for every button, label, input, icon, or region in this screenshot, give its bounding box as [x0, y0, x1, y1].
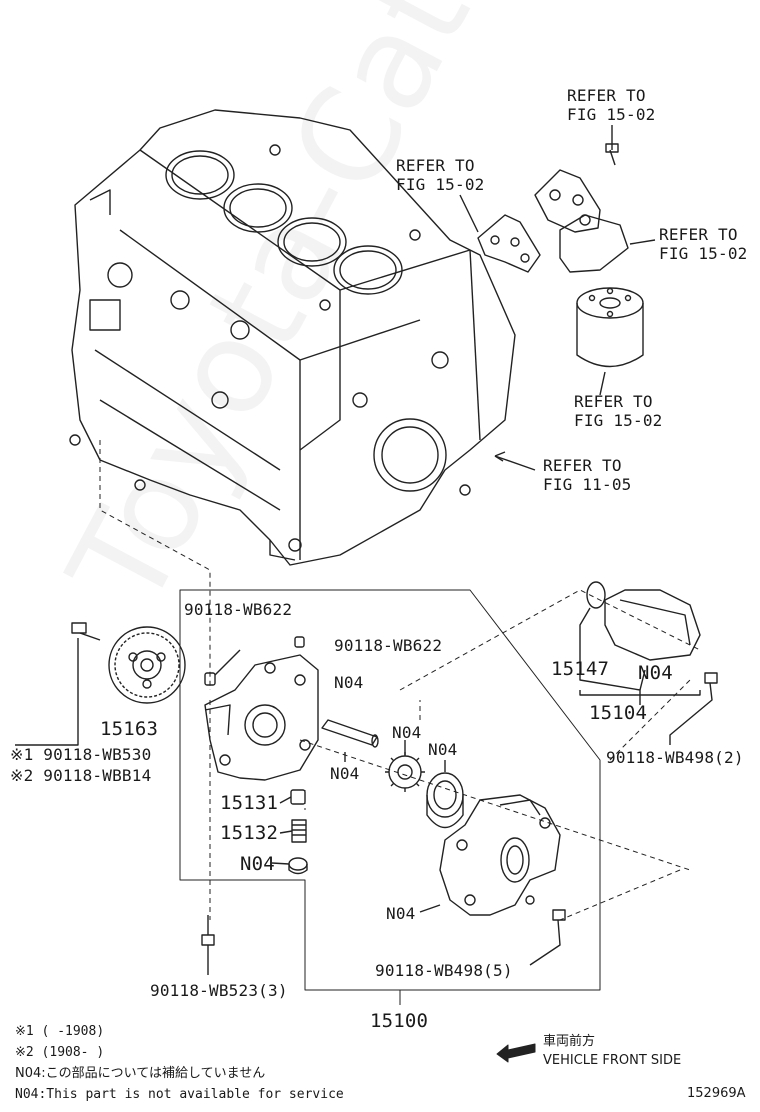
- part-n04-c: N04: [428, 740, 458, 759]
- part-90118-wb622-a: 90118-WB622: [184, 600, 293, 619]
- part-15147: 15147: [551, 658, 610, 680]
- oil-filter: [576, 287, 644, 368]
- part-note2-90118-wbb14: ※2 90118-WBB14: [10, 766, 152, 785]
- part-n04-g: N04: [638, 662, 673, 684]
- part-15104: 15104: [589, 702, 648, 724]
- part-90118-wb498-5: 90118-WB498(5): [375, 961, 513, 980]
- part-n04-d: N04: [330, 764, 360, 783]
- part-90118-wb498-2: 90118-WB498(2): [606, 748, 744, 767]
- oil-strainer-cover: [579, 581, 701, 705]
- note-4: N04:This part is not available for servi…: [15, 1087, 344, 1102]
- figure-code: 152969A: [687, 1086, 746, 1101]
- oil-filter-adapter-gasket: [477, 143, 629, 273]
- note-2: ※2 (1908- ): [15, 1045, 105, 1060]
- part-90118-wb523-3: 90118-WB523(3): [150, 981, 288, 1000]
- part-15131: 15131: [220, 792, 279, 814]
- part-n04-a: N04: [334, 673, 364, 692]
- pump-shaft: [321, 719, 379, 748]
- oil-pump-housing: [439, 794, 561, 916]
- part-n04-f: N04: [386, 904, 416, 923]
- direction-en: VEHICLE FRONT SIDE: [543, 1053, 682, 1068]
- front-direction-arrow: [496, 1043, 536, 1063]
- part-n04-b: N04: [392, 723, 422, 742]
- part-15163: 15163: [100, 718, 159, 740]
- oil-pump-cover: [204, 654, 319, 781]
- crank-sprocket-15163: [108, 626, 186, 704]
- part-15132: 15132: [220, 822, 279, 844]
- note-1: ※1 ( -1908): [15, 1024, 105, 1039]
- part-note1-90118-wb530: ※1 90118-WB530: [10, 745, 152, 764]
- part-n04-e: N04: [240, 853, 275, 875]
- note-3: N04:この部品については補給していません: [15, 1066, 266, 1081]
- part-15100: 15100: [370, 1010, 429, 1032]
- direction-jp: 車両前方: [543, 1034, 596, 1049]
- part-90118-wb622-b: 90118-WB622: [334, 636, 443, 655]
- sprocket-bolt: [15, 622, 101, 746]
- engine-block: [69, 109, 516, 566]
- pump-gears: [385, 752, 464, 829]
